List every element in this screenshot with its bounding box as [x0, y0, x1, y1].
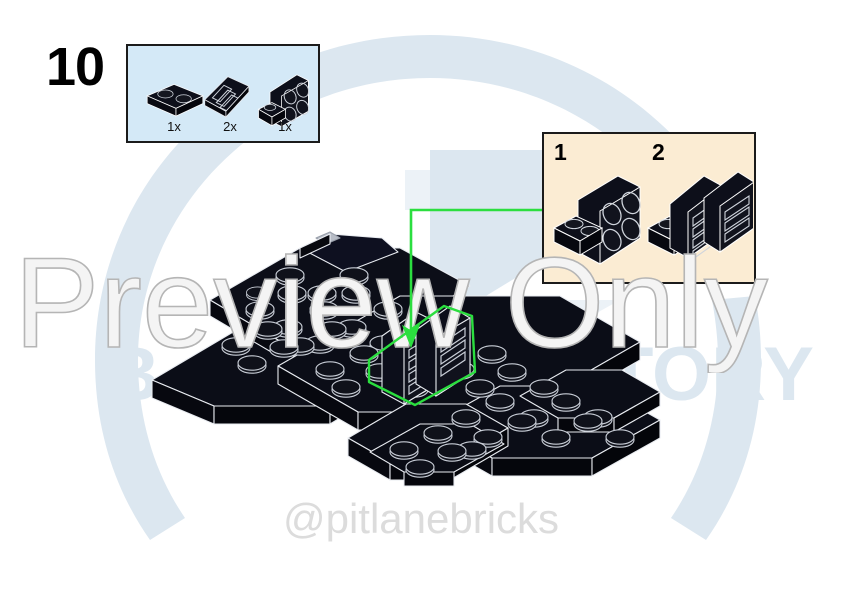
- sub-step-number-1: 1: [554, 139, 567, 165]
- sub-icon-bracket-with-grilles: [646, 171, 753, 261]
- sub-assembly-box: 1 2: [542, 132, 756, 284]
- parts-callout-box: 1x 2x 1x: [126, 44, 320, 143]
- parts-illustrations: [146, 74, 310, 128]
- part-quantity: 1x: [167, 119, 181, 134]
- part-icon-bracket-1x2-2x2: [257, 74, 310, 128]
- part-entry-1: 1x: [152, 118, 196, 136]
- part-entry-2: 2x: [208, 118, 252, 136]
- sub-assembly-illustrations: [552, 171, 753, 265]
- step-number: 10: [46, 37, 105, 97]
- part-quantity: 2x: [223, 119, 237, 134]
- part-entry-3: 1x: [263, 118, 307, 136]
- part-quantity: 1x: [278, 119, 292, 134]
- part-icon-plate-1x2: [146, 83, 204, 117]
- sub-icon-bracket: [552, 175, 641, 265]
- sub-step-number-2: 2: [652, 139, 665, 165]
- part-icon-grille-slope: [204, 76, 250, 118]
